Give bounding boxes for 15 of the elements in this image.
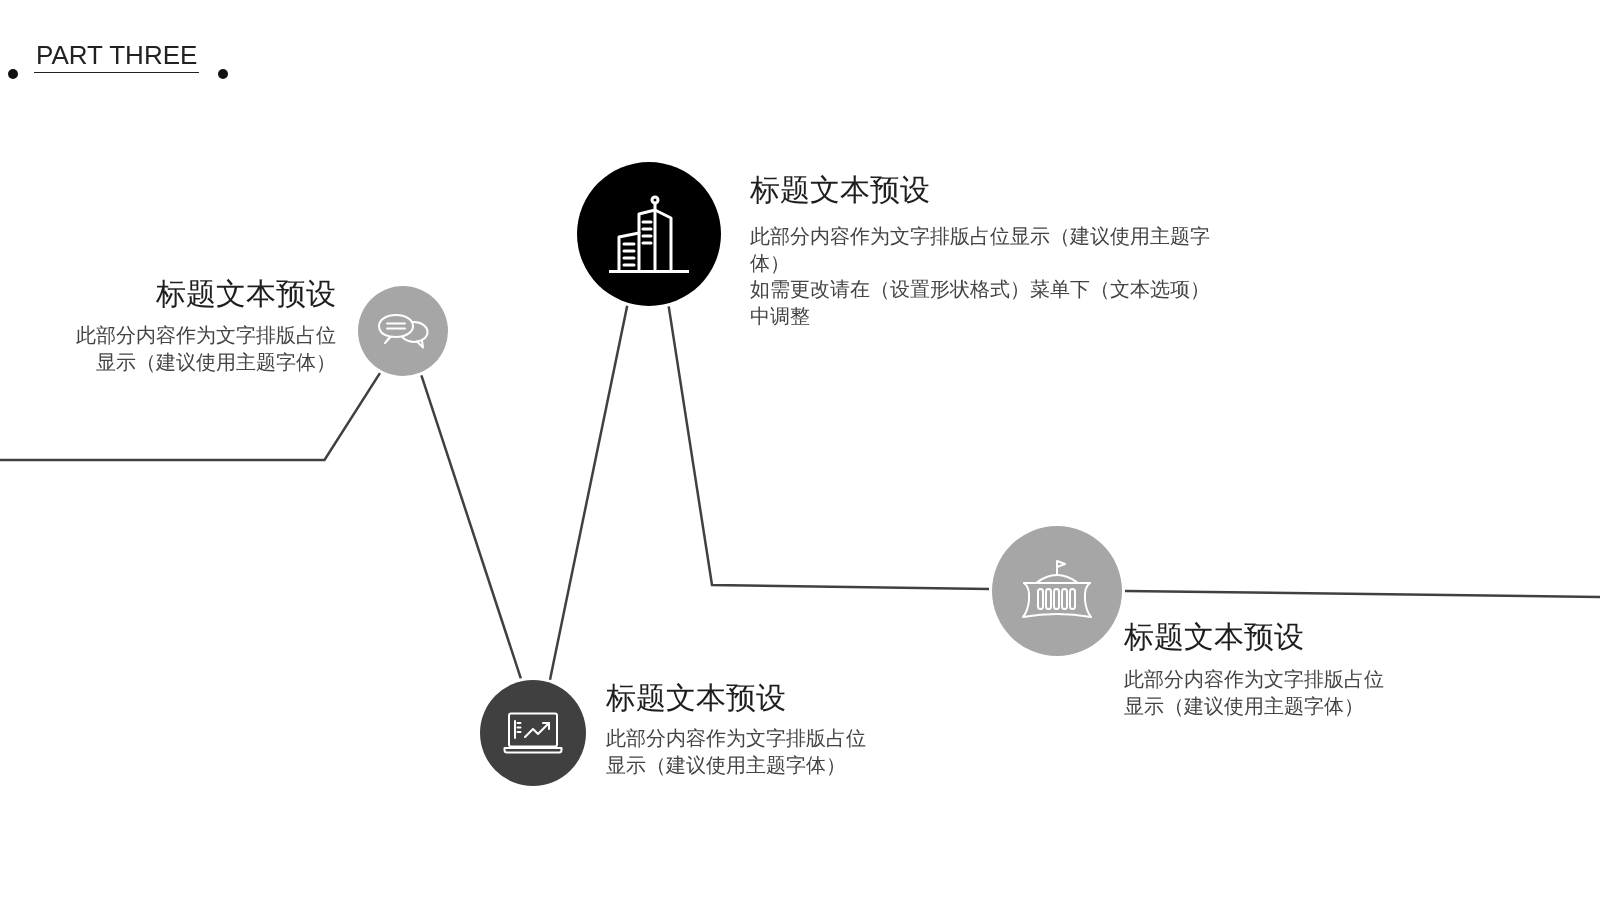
description-text: 如需更改请在（设置形状格式）菜单下（文本选项）中调整	[750, 277, 1211, 329]
connector-line	[420, 374, 522, 679]
heading: 标题文本预设	[155, 276, 336, 312]
description-text: 此部分内容作为文字排版占位显示（建议使用主题字体）	[750, 224, 1211, 276]
connector-line	[548, 305, 629, 680]
heading: 标题文本预设	[606, 680, 787, 716]
heading: 标题文本预设	[1124, 619, 1305, 655]
description-text: 此部分内容作为文字排版占位显示（建议使用主题字体）	[1124, 667, 1385, 719]
connector-line	[0, 372, 381, 462]
slide-title: PART THREE	[34, 38, 200, 73]
connector-line	[667, 306, 989, 591]
description-text: 此部分内容作为文字排版占位显示（建议使用主题字体）	[75, 323, 336, 375]
description-text: 此部分内容作为文字排版占位显示（建议使用主题字体）	[606, 726, 867, 778]
connector-line	[1125, 589, 1600, 599]
heading: 标题文本预设	[750, 172, 931, 208]
